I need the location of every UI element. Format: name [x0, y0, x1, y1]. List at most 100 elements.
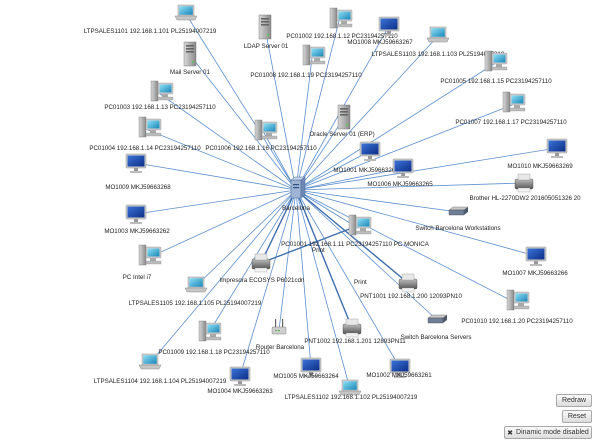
node-router[interactable]: Router Barcelona — [256, 318, 305, 351]
node-pc01003[interactable]: PC01003 192.168.1.13 PC23194257110 — [104, 80, 216, 111]
desktop-pc-icon — [302, 44, 326, 66]
desktop-pc-icon — [484, 50, 508, 72]
connection-line — [295, 189, 517, 304]
node-label: PC01003 192.168.1.13 PC23194257110 — [104, 104, 216, 111]
laptop-icon — [138, 353, 162, 370]
connection-line — [295, 189, 312, 368]
desktop-pc-icon — [198, 320, 222, 342]
edge-label-print: Print — [354, 279, 367, 286]
node-mo1006[interactable]: MO1006 MKJ59663265 — [367, 158, 433, 188]
node-label: MO1005 MKJ59663264 — [273, 373, 339, 380]
node-mo1003[interactable]: MO1003 MKJ59663262 — [104, 204, 170, 235]
dynamic-mode-toggle-button[interactable]: ✖ Dinamic mode disabled — [504, 426, 592, 439]
connection-line — [295, 189, 459, 213]
node-mail[interactable]: Mail Server 01 — [170, 41, 211, 76]
node-switch-ws[interactable]: Switch Barcelona Workstations — [415, 206, 501, 232]
node-label: PC01007 192.168.1.17 PC23194257110 — [455, 119, 567, 126]
node-mo1004[interactable]: MO1004 MKJ59663263 — [207, 366, 273, 395]
node-pc01002[interactable]: PC01002 192.168.1.12 PC23194257110 — [286, 7, 398, 40]
node-barcelona[interactable]: Barcelona — [282, 176, 310, 212]
printer-icon — [398, 273, 418, 293]
node-ltpsales1102[interactable]: LTPSALES1102 192.168.1.102 PL25194007219 — [285, 379, 418, 401]
node-mo1002[interactable]: MO1002 MKJ59663261 — [366, 358, 432, 379]
node-pc01001[interactable]: PC01001 192.168.1.11 PC23194257110 PC MO… — [281, 214, 430, 248]
connection-labels: Print Print — [312, 247, 367, 286]
monitor-icon — [125, 204, 147, 225]
node-label: Router Barcelona — [256, 344, 305, 351]
node-mo1009[interactable]: MO1009 MKJ59663268 — [105, 153, 171, 191]
node-label: MO1007 MKJ59663266 — [502, 270, 568, 277]
printer-icon — [342, 318, 362, 338]
node-label: PC01010 192.168.1.20 PC23194257110 — [461, 318, 573, 325]
node-pc01005[interactable]: PC01005 192.168.1.15 PC23194257110 — [440, 50, 552, 85]
reset-label: Reset — [567, 413, 587, 420]
desktop-pc-icon — [329, 7, 353, 29]
monitor-icon — [546, 138, 568, 159]
node-label: LTPSALES1103 192.168.1.103 PL25194007219 — [372, 51, 505, 58]
laptop-icon — [174, 4, 198, 21]
connection-line — [295, 189, 359, 229]
node-switch-srv[interactable]: Switch Barcelona Servers — [401, 314, 472, 341]
desktop-pc-icon — [348, 214, 372, 236]
node-ltpsales1103[interactable]: LTPSALES1103 192.168.1.103 PL25194007219 — [372, 26, 505, 58]
node-mo1010[interactable]: MO1010 MKJ59663269 — [507, 138, 573, 170]
monitor-icon — [125, 153, 147, 174]
node-pc01006[interactable]: PC01006 192.168.1.16 PC23194257110 — [205, 119, 317, 152]
printer-icon — [514, 173, 534, 193]
node-label: Barcelona — [282, 205, 310, 212]
connection-line — [295, 63, 495, 191]
redraw-label: Redraw — [561, 397, 587, 404]
edge-label-print: Print — [312, 247, 325, 254]
dynamic-mode-label: Dinamic mode disabled — [516, 429, 589, 436]
connection-line — [260, 227, 353, 264]
connection-line — [295, 182, 525, 191]
node-label: Switch Barcelona Workstations — [415, 225, 500, 232]
node-pnt1002[interactable]: PNT1002 192.168.1.201 12893PN11 — [304, 318, 406, 345]
node-brother[interactable]: Brother HL-2270DW2 201605051326 20 — [469, 173, 581, 202]
monitor-icon — [525, 246, 547, 267]
node-label: LTPSALES1105 192.168.1.105 PL25194007219 — [129, 300, 262, 307]
desktop-pc-icon — [506, 289, 530, 311]
connection-line — [295, 189, 537, 257]
connection-line — [149, 189, 297, 364]
laptop-icon — [338, 379, 362, 396]
node-ltpsales1105[interactable]: LTPSALES1105 192.168.1.105 PL25194007219 — [129, 276, 262, 307]
node-oracle[interactable]: Oracle Server 01 (ERP) — [309, 104, 375, 138]
desktop-pc-icon — [150, 80, 174, 102]
monitor-icon — [229, 366, 251, 387]
node-pc01004[interactable]: PC01004 192.168.1.14 PC23194257110 — [89, 116, 201, 152]
node-pc01007[interactable]: PC01007 192.168.1.17 PC23194257110 — [455, 91, 567, 126]
node-ltpsales1104[interactable]: LTPSALES1104 192.168.1.104 PL25194007219 — [94, 353, 227, 385]
node-mo1001[interactable]: MO1001 MKJ59663260 — [333, 141, 399, 174]
node-pcinteli7[interactable]: PC Intel i7 — [123, 244, 162, 281]
laptop-icon — [426, 26, 450, 43]
redraw-button[interactable]: Redraw — [556, 394, 592, 407]
node-pc01009[interactable]: PC01009 192.168.1.18 PC23194257110 — [158, 320, 270, 356]
connection-line — [263, 132, 297, 191]
router-icon — [271, 318, 287, 335]
server-tower-icon — [337, 104, 351, 130]
node-mo1007[interactable]: MO1007 MKJ59663266 — [502, 246, 568, 277]
node-label: MO1004 MKJ59663263 — [207, 388, 273, 395]
node-mo1008[interactable]: MO1008 MKJ59663267 — [347, 16, 413, 46]
node-pc01010[interactable]: PC01010 192.168.1.20 PC23194257110 — [461, 289, 573, 325]
node-label: Mail Server 01 — [170, 69, 210, 76]
node-mo1005[interactable]: MO1005 MKJ59663264 — [273, 357, 339, 380]
connection-line — [295, 167, 404, 191]
reset-button[interactable]: Reset — [562, 410, 592, 423]
node-label: PNT1002 192.168.1.201 12893PN11 — [304, 338, 406, 345]
connection-line — [239, 189, 297, 377]
node-ltpsales1101[interactable]: LTPSALES1101 192.168.1.101 PL25194007219 — [84, 4, 217, 35]
connection-line — [295, 150, 371, 191]
node-pnt1001[interactable]: PNT1001 192.168.1.200 12093PN10 — [360, 273, 462, 300]
node-label: LTPSALES1101 192.168.1.101 PL25194007219 — [84, 28, 217, 35]
node-ldap[interactable]: LDAP Server 01 — [244, 14, 289, 50]
connection-line — [264, 27, 297, 191]
close-icon: ✖ — [507, 429, 514, 437]
connection-line — [260, 189, 297, 264]
node-pc01008[interactable]: PC01008 192.168.1.19 PC23194257110 — [250, 44, 362, 79]
node-label: PC01002 192.168.1.12 PC23194257110 — [286, 33, 398, 40]
node-impresora[interactable]: Impresora ECOSYS P6021cdn — [220, 253, 306, 284]
node-label: MO1006 MKJ59663265 — [367, 181, 433, 188]
